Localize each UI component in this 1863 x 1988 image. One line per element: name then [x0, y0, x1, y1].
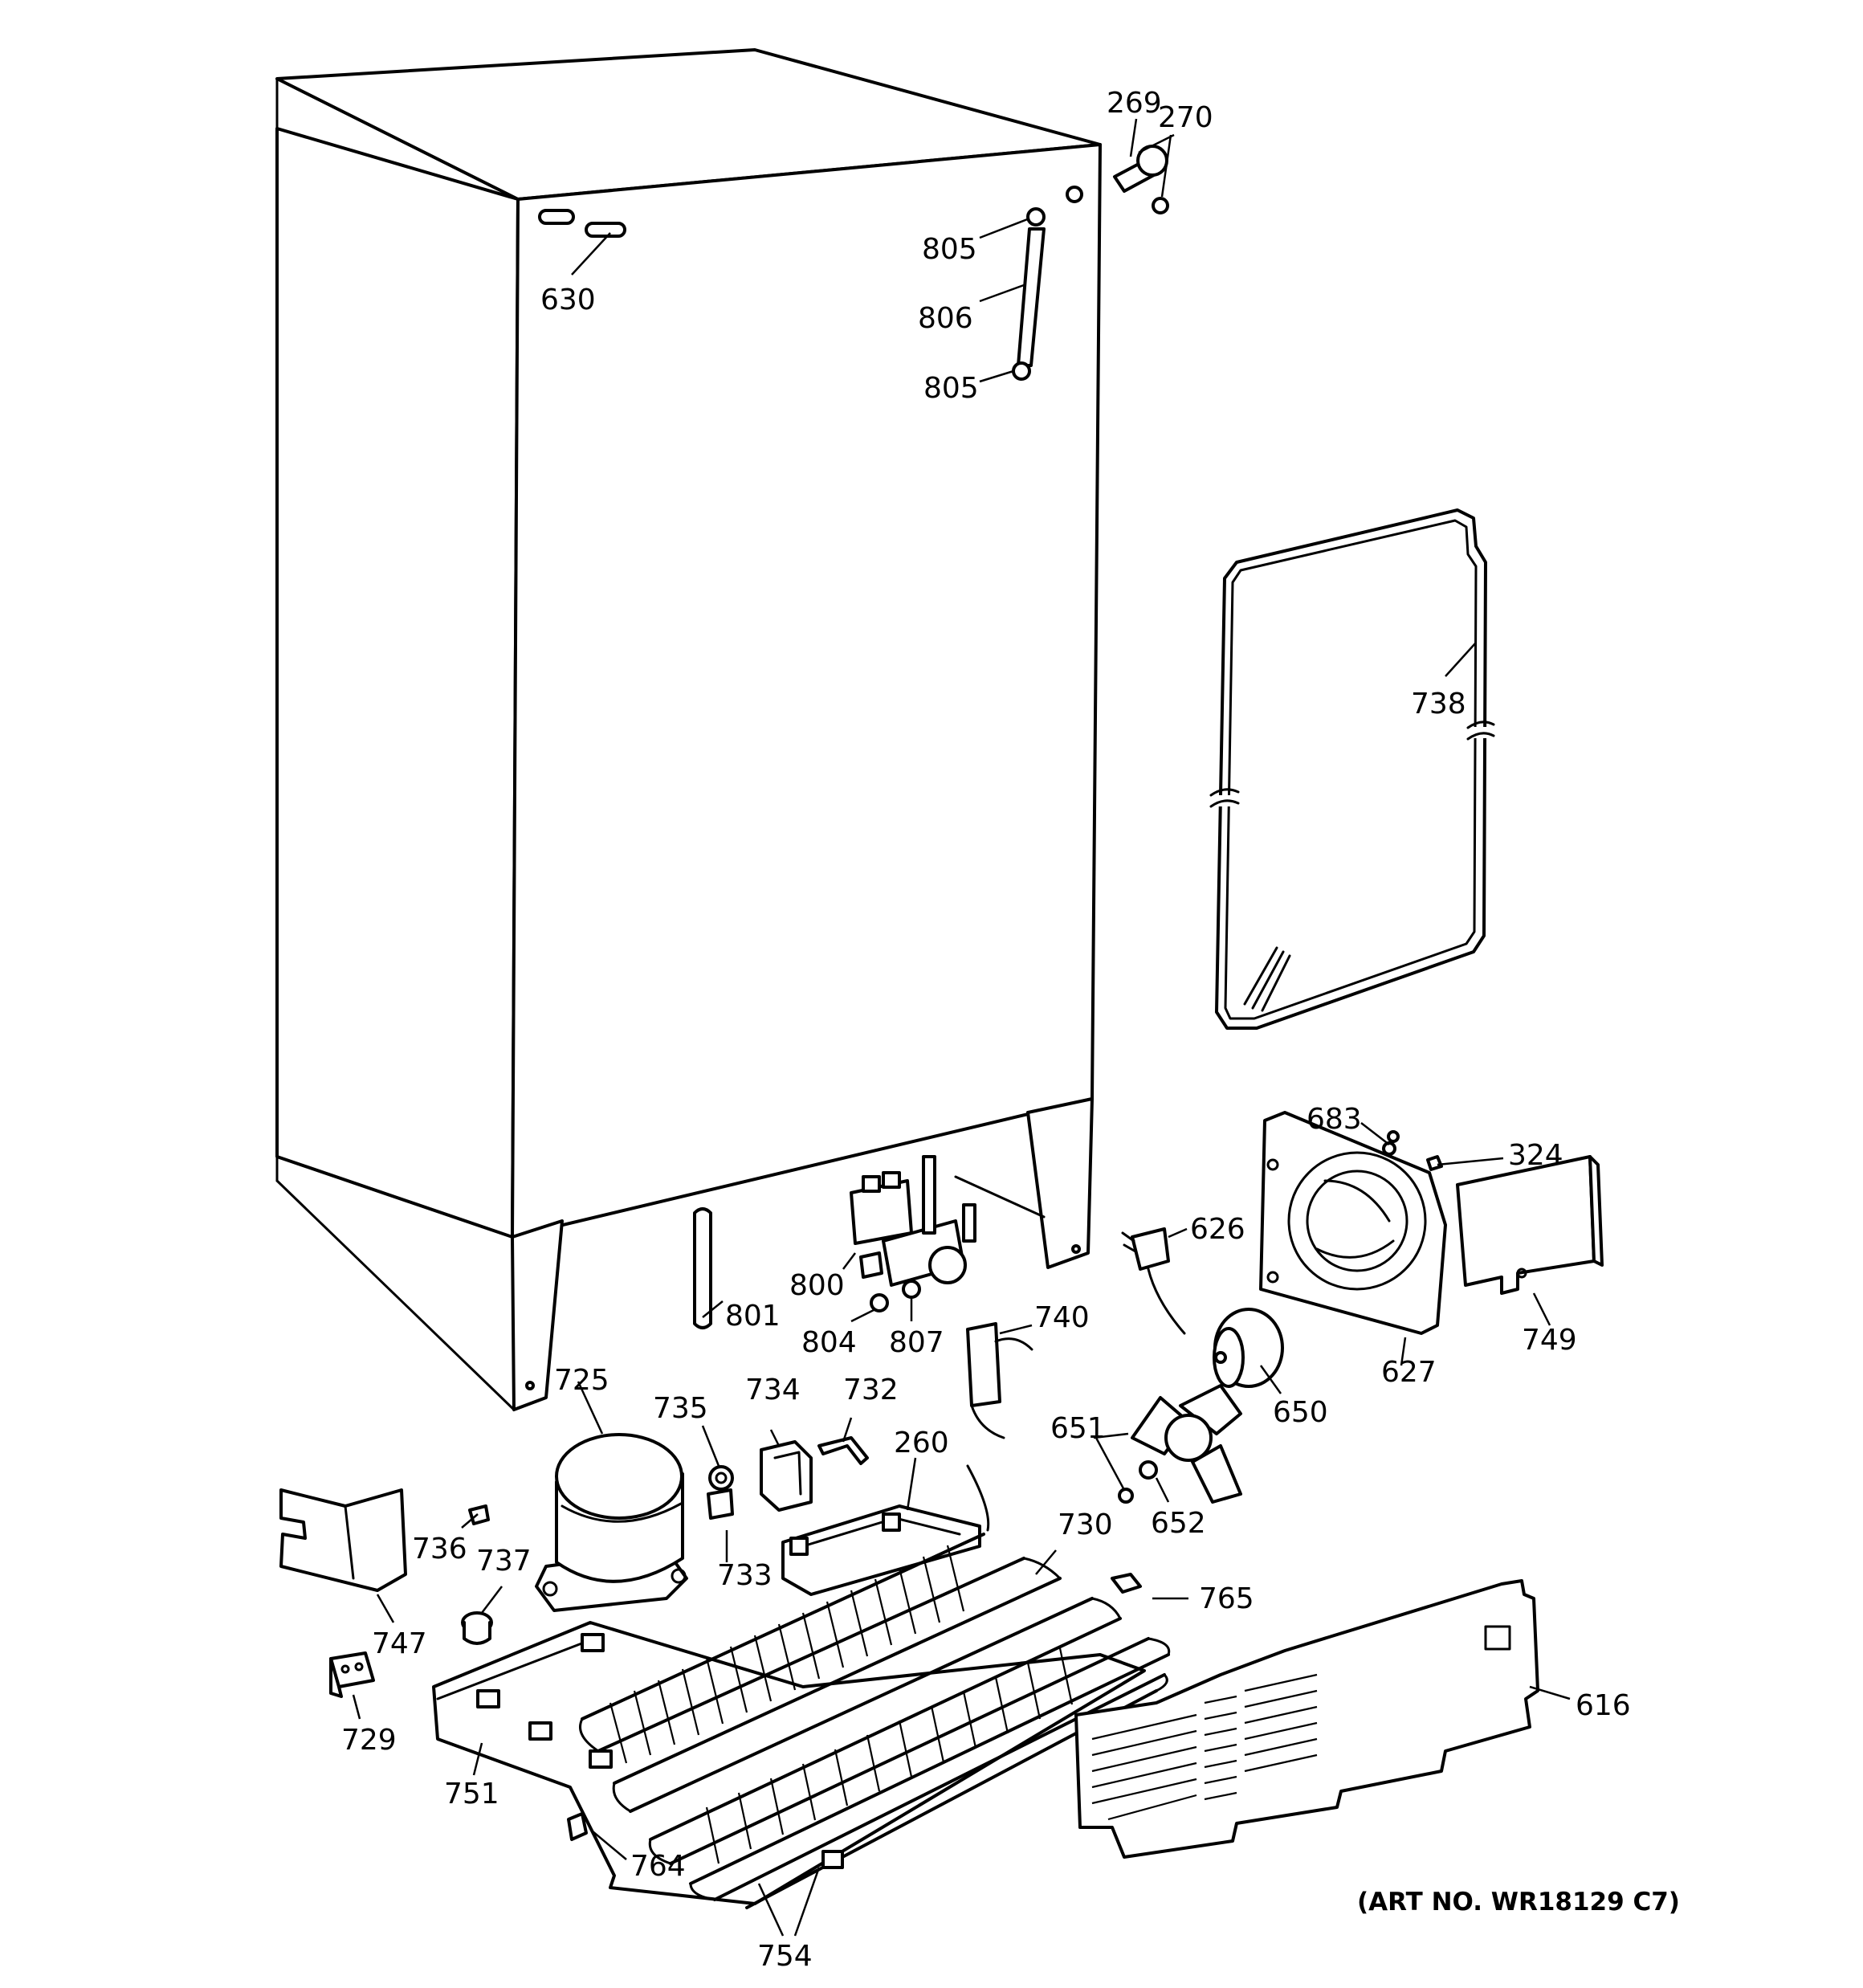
tray-260-drawing: [781, 1504, 981, 1596]
callout-806: 806: [918, 302, 973, 335]
part-740-drawing: [966, 1322, 1033, 1439]
water-tube-drawing: [1012, 207, 1046, 381]
callout-740: 740: [1034, 1301, 1090, 1334]
heater-loop-738-drawing: [1209, 508, 1495, 1030]
callout-651: 651: [1050, 1412, 1106, 1445]
fan-blade-drawing: [1118, 1384, 1242, 1504]
leader-lines: [352, 118, 1571, 1937]
art-number: (ART NO. WR18129 C7): [1357, 1888, 1680, 1917]
callout-736: 736: [412, 1533, 467, 1565]
cover-749-drawing: [1382, 1141, 1604, 1295]
callout-260: 260: [894, 1427, 949, 1459]
callout-805-bottom: 805: [923, 372, 979, 405]
grille-616-drawing: [1074, 1579, 1539, 1859]
condenser-base-drawing: [432, 1621, 1146, 1905]
small-parts-drawing: [461, 1465, 734, 1645]
callout-800: 800: [789, 1269, 845, 1302]
callout-627: 627: [1381, 1356, 1437, 1389]
callout-729: 729: [341, 1724, 397, 1757]
clips-drawing: [567, 1573, 1142, 1869]
callout-626: 626: [1190, 1213, 1245, 1246]
motor-650-drawing: [1213, 1308, 1284, 1388]
callout-270: 270: [1158, 101, 1213, 134]
cover-747-drawing: [279, 1488, 407, 1592]
compressor-725-drawing: [535, 1433, 688, 1612]
callout-749: 749: [1522, 1324, 1577, 1357]
callout-764: 764: [630, 1850, 686, 1883]
valve-269-drawing: [1113, 145, 1169, 214]
callout-737: 737: [476, 1545, 532, 1578]
relay-729-drawing: [329, 1651, 375, 1698]
callout-labels: 269 270 630 805 806 805 738 683 324 626 …: [341, 87, 1680, 1973]
callout-650: 650: [1273, 1396, 1328, 1429]
callout-652: 652: [1151, 1507, 1206, 1540]
callout-324: 324: [1508, 1139, 1563, 1172]
tube-801-drawing: [693, 1207, 712, 1329]
callout-730: 730: [1058, 1508, 1113, 1541]
callout-805-top: 805: [922, 233, 977, 266]
callout-751: 751: [444, 1778, 499, 1810]
callout-801: 801: [725, 1300, 781, 1333]
callout-725: 725: [554, 1364, 609, 1397]
plug-626-drawing: [1121, 1227, 1186, 1335]
water-valve-800-drawing: [850, 1155, 976, 1287]
callout-804: 804: [801, 1326, 857, 1359]
callout-754: 754: [757, 1940, 813, 1973]
relay-734-drawing: [760, 1436, 869, 1512]
cabinet-drawing: [275, 48, 1102, 1411]
callout-738: 738: [1411, 688, 1466, 720]
callout-616: 616: [1576, 1689, 1631, 1722]
fan-shroud-627-drawing: [1259, 1111, 1447, 1335]
callout-630: 630: [540, 284, 596, 316]
callout-734: 734: [745, 1374, 801, 1406]
callout-683: 683: [1307, 1103, 1362, 1136]
callout-765: 765: [1199, 1582, 1254, 1615]
callout-807: 807: [889, 1326, 944, 1359]
callout-733: 733: [717, 1559, 773, 1592]
callout-747: 747: [372, 1627, 427, 1660]
callout-732: 732: [843, 1374, 899, 1406]
callout-735: 735: [653, 1392, 708, 1425]
callout-269: 269: [1107, 87, 1162, 120]
